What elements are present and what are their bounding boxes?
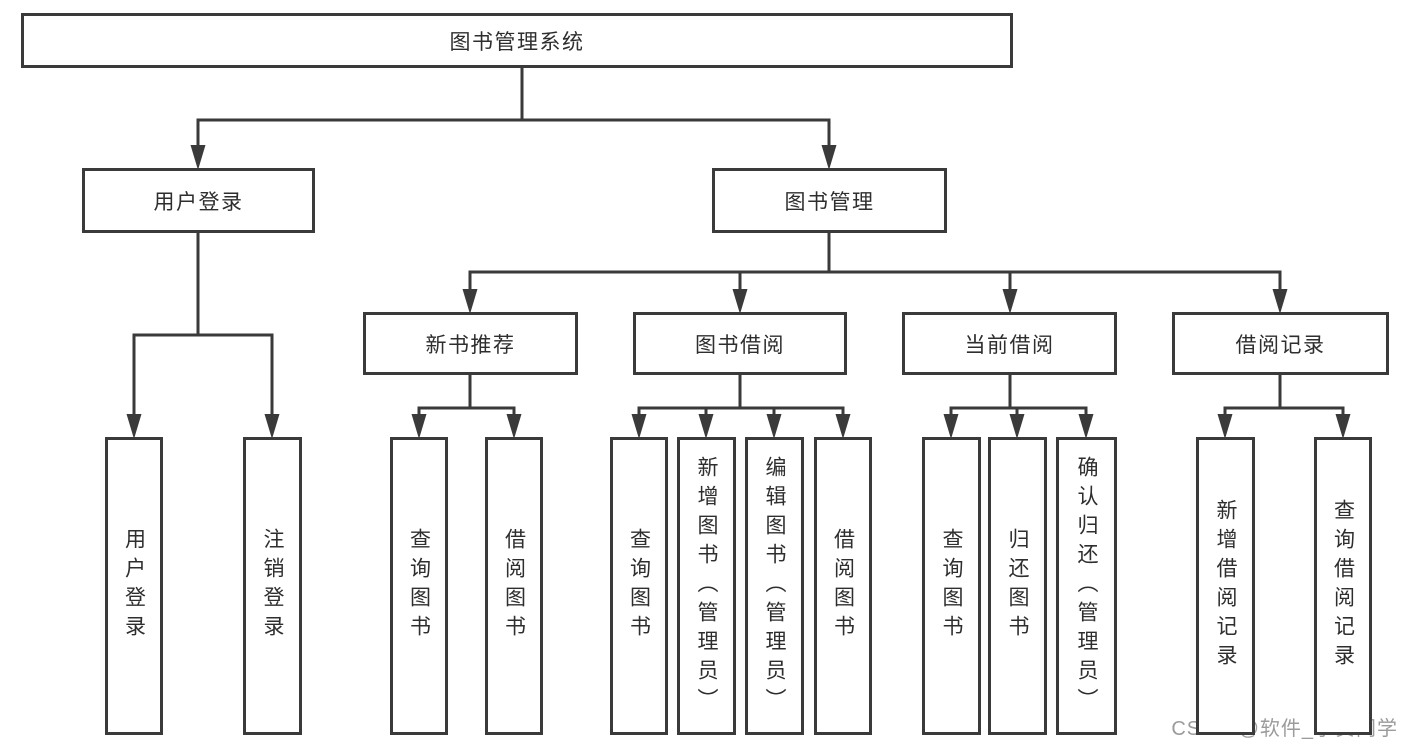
arrowhead-icon xyxy=(1217,414,1233,439)
connector-current-borrow-split xyxy=(943,373,1094,439)
diagram-node-leaf-query-books-bb: 查询图书 xyxy=(610,437,668,735)
arrowhead-icon xyxy=(411,414,427,439)
diagram-node-leaf-logout: 注销登录 xyxy=(243,437,302,735)
diagram-node-leaf-query-books-nb: 查询图书 xyxy=(390,437,448,735)
arrowhead-icon xyxy=(264,414,280,439)
connector-user-login-split xyxy=(126,231,280,439)
diagram-node-leaf-borrow-books-bb: 借阅图书 xyxy=(814,437,872,735)
diagram-node-root: 图书管理系统 xyxy=(21,13,1013,68)
diagram-node-book-borrow: 图书借阅 xyxy=(633,312,847,375)
connector-borrow-records-split xyxy=(1217,373,1351,439)
arrowhead-icon xyxy=(1272,289,1288,314)
diagram-node-borrow-records: 借阅记录 xyxy=(1172,312,1389,375)
arrowhead-icon xyxy=(126,414,142,439)
diagram-node-leaf-add-books: 新增图书（管理员） xyxy=(677,437,736,735)
arrowhead-icon xyxy=(698,414,714,439)
diagram-node-leaf-add-borrow-record: 新增借阅记录 xyxy=(1196,437,1255,735)
diagram-node-leaf-user-login: 用户登录 xyxy=(105,437,163,735)
arrowhead-icon xyxy=(821,145,837,170)
connector-root-split xyxy=(190,66,837,170)
arrowhead-icon xyxy=(766,414,782,439)
arrowhead-icon xyxy=(190,145,206,170)
arrowhead-icon xyxy=(943,414,959,439)
arrowhead-icon xyxy=(732,289,748,314)
connector-new-books-split xyxy=(411,373,522,439)
arrowhead-icon xyxy=(462,289,478,314)
arrowhead-icon xyxy=(506,414,522,439)
diagram-node-leaf-return-books: 归还图书 xyxy=(988,437,1047,735)
diagram-node-leaf-query-books-cb: 查询图书 xyxy=(922,437,981,735)
connector-book-borrow-split xyxy=(631,373,851,439)
arrowhead-icon xyxy=(1009,414,1025,439)
diagram-node-current-borrow: 当前借阅 xyxy=(902,312,1117,375)
connector-book-mgmt-split xyxy=(462,231,1288,314)
diagram-node-leaf-confirm-return: 确认归还（管理员） xyxy=(1056,437,1117,735)
diagram-node-leaf-edit-books: 编辑图书（管理员） xyxy=(745,437,804,735)
arrowhead-icon xyxy=(1335,414,1351,439)
diagram-node-new-books: 新书推荐 xyxy=(363,312,578,375)
diagram-node-user-login: 用户登录 xyxy=(82,168,315,233)
diagram-node-book-mgmt: 图书管理 xyxy=(712,168,947,233)
arrowhead-icon xyxy=(631,414,647,439)
arrowhead-icon xyxy=(835,414,851,439)
arrowhead-icon xyxy=(1002,289,1018,314)
diagram-node-leaf-borrow-books-nb: 借阅图书 xyxy=(485,437,543,735)
arrowhead-icon xyxy=(1078,414,1094,439)
diagram-node-leaf-query-borrow-record: 查询借阅记录 xyxy=(1314,437,1372,735)
